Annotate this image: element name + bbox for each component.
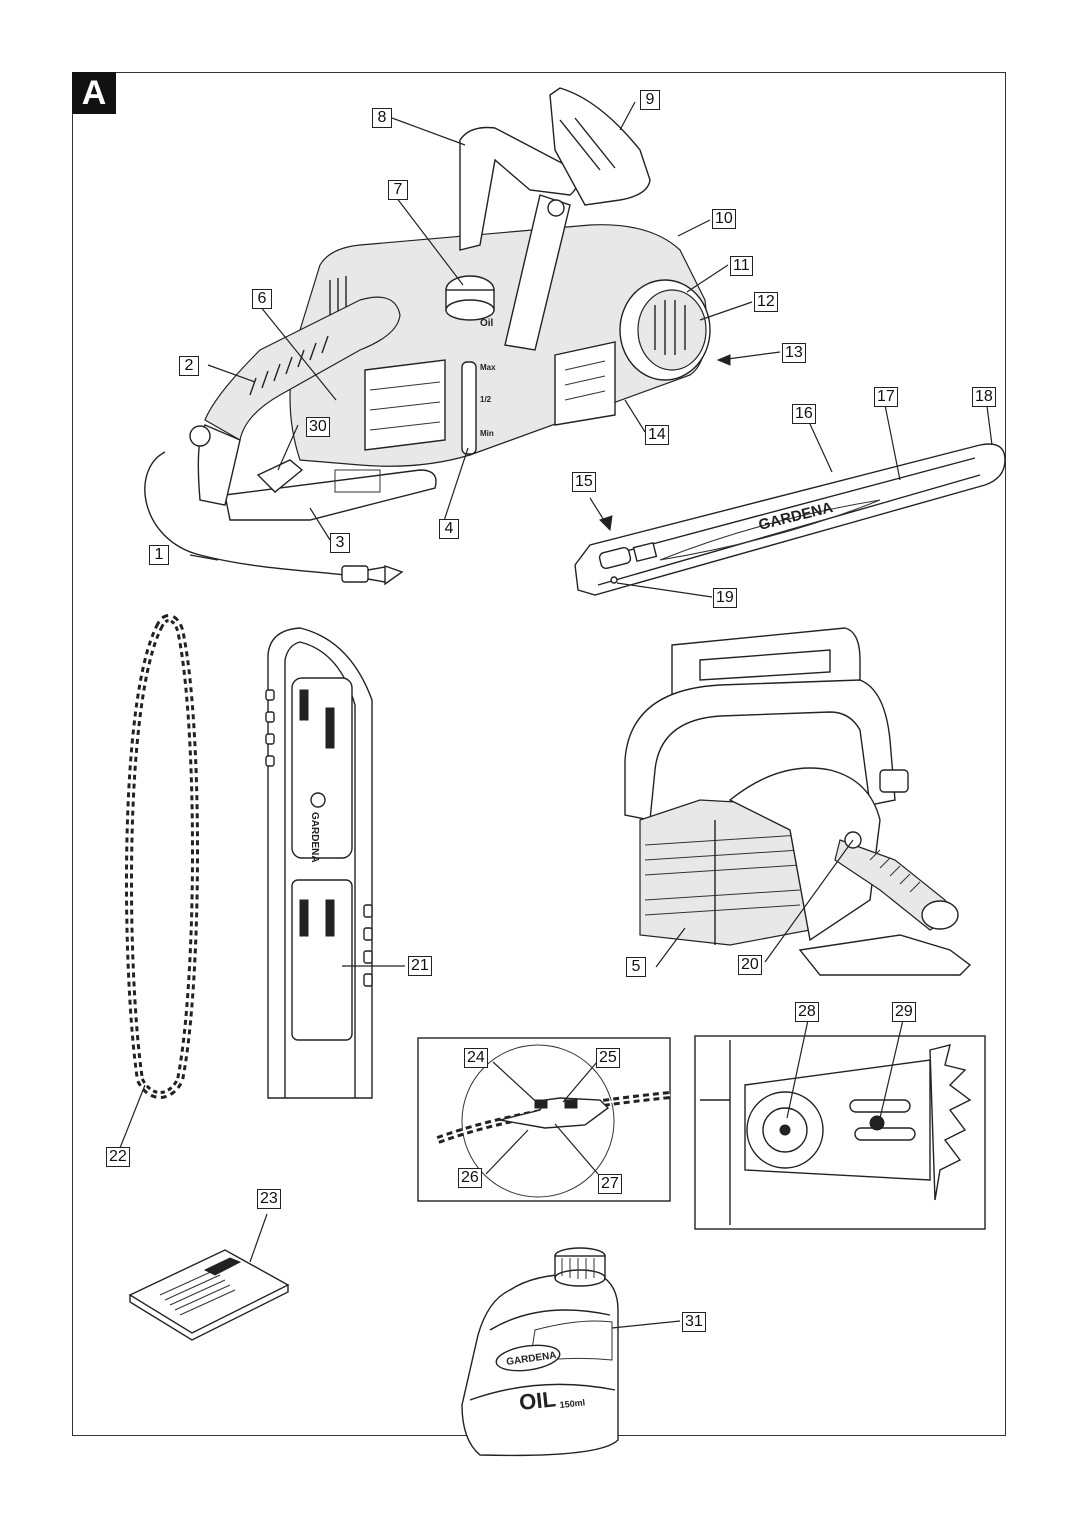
hand-guard bbox=[549, 87, 651, 206]
bottle-oil-label: OIL bbox=[518, 1386, 557, 1415]
callout-4: 4 bbox=[439, 519, 459, 539]
section-label: A bbox=[72, 72, 116, 114]
leader-lines bbox=[119, 101, 993, 1329]
front-bar-brand: GARDENA bbox=[309, 812, 320, 863]
callout-9: 9 bbox=[640, 90, 660, 110]
guide-bar-front-view: GARDENA bbox=[265, 627, 373, 1099]
gauge-max-label: Max bbox=[480, 363, 496, 372]
callout-15: 15 bbox=[572, 472, 596, 492]
callout-1: 1 bbox=[149, 545, 169, 565]
bottle-volume-label: 150ml bbox=[559, 1397, 585, 1410]
callout-23: 23 bbox=[257, 1189, 281, 1209]
callout-8: 8 bbox=[372, 108, 392, 128]
oil-cap-label: Oil bbox=[480, 318, 494, 329]
plug-anchor bbox=[256, 459, 304, 493]
callout-28: 28 bbox=[795, 1002, 819, 1022]
callout-14: 14 bbox=[645, 425, 669, 445]
oil-level-window bbox=[461, 361, 477, 455]
guide-bar-illustration: GARDENA bbox=[574, 443, 1006, 596]
callout-31: 31 bbox=[682, 1312, 706, 1332]
saw-chain-illustration bbox=[125, 614, 199, 1099]
chain-detail-box bbox=[417, 1037, 671, 1202]
gauge-min-label: Min bbox=[480, 429, 494, 438]
callout-30: 30 bbox=[306, 417, 330, 437]
callout-25: 25 bbox=[596, 1048, 620, 1068]
callout-20: 20 bbox=[738, 955, 762, 975]
callout-7: 7 bbox=[388, 180, 408, 200]
rear-handle bbox=[204, 296, 401, 441]
callout-24: 24 bbox=[464, 1048, 488, 1068]
callout-16: 16 bbox=[792, 404, 816, 424]
callout-2: 2 bbox=[179, 356, 199, 376]
oil-tank-cap bbox=[445, 275, 495, 321]
callout-10: 10 bbox=[712, 209, 736, 229]
callout-6: 6 bbox=[252, 289, 272, 309]
callout-22: 22 bbox=[106, 1147, 130, 1167]
sprocket-detail-box bbox=[694, 1035, 986, 1230]
callout-26: 26 bbox=[458, 1168, 482, 1188]
mains-plug bbox=[341, 565, 404, 586]
rear-view-top-handle bbox=[624, 679, 896, 821]
operating-manual-illustration bbox=[128, 1249, 290, 1341]
callout-18: 18 bbox=[972, 387, 996, 407]
callout-29: 29 bbox=[892, 1002, 916, 1022]
gauge-half-label: 1/2 bbox=[480, 395, 492, 404]
callout-13: 13 bbox=[782, 343, 806, 363]
callout-17: 17 bbox=[874, 387, 898, 407]
callout-3: 3 bbox=[330, 533, 350, 553]
chainsaw-rear-view bbox=[624, 627, 972, 976]
callout-5: 5 bbox=[626, 957, 646, 977]
power-cable bbox=[144, 451, 346, 576]
chainsaw-illustration: Oil Max 1/2 Min bbox=[144, 87, 711, 586]
callout-27: 27 bbox=[598, 1174, 622, 1194]
callout-19: 19 bbox=[713, 588, 737, 608]
chain-tension-knob bbox=[619, 279, 711, 381]
callout-21: 21 bbox=[408, 956, 432, 976]
callout-11: 11 bbox=[730, 256, 753, 276]
base-plate bbox=[224, 469, 437, 521]
callout-12: 12 bbox=[754, 292, 778, 312]
chain-oil-bottle-illustration: GARDENA OIL 150ml bbox=[461, 1247, 619, 1457]
